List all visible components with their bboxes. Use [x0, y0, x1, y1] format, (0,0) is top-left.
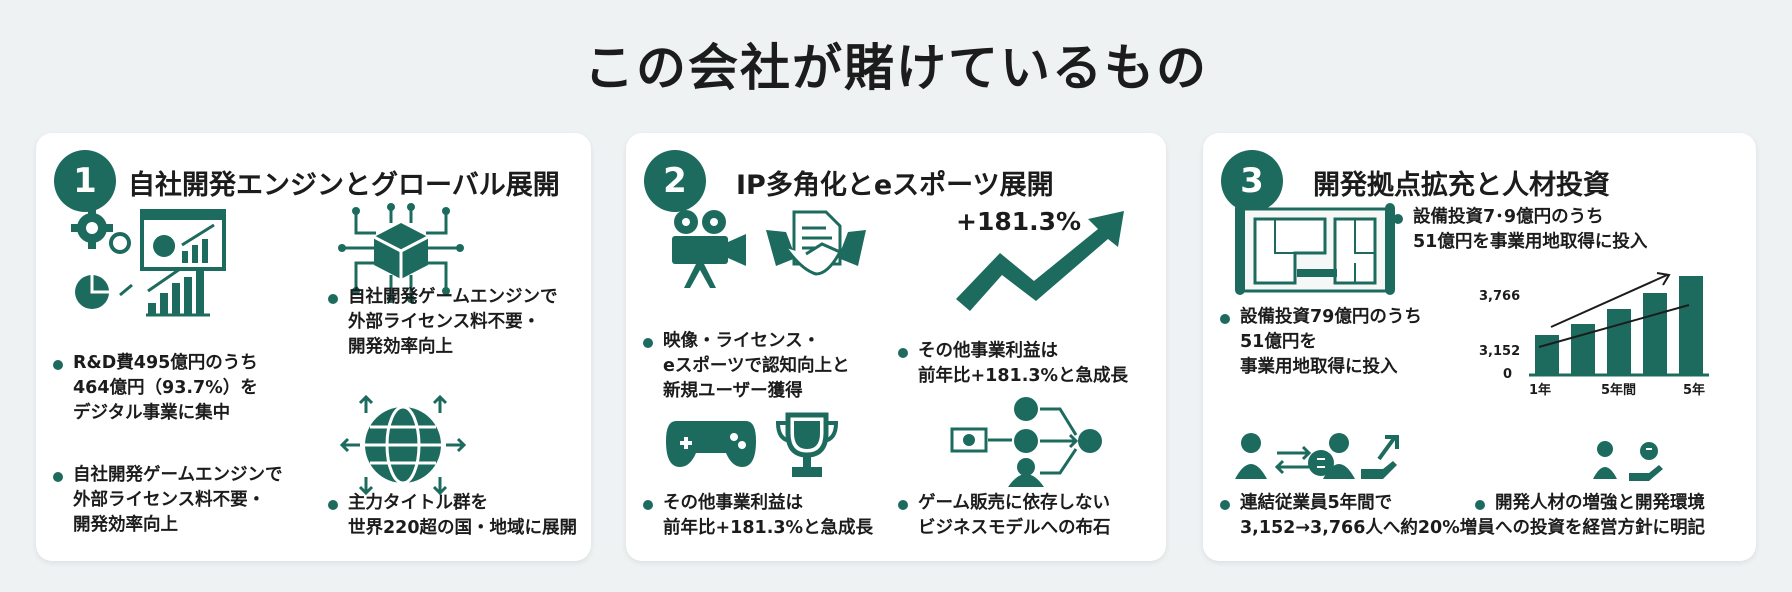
site-blueprint-icon — [1235, 203, 1395, 295]
card-ip-esports: 2 IP多角化とeスポーツ展開 +181.3% 映像・ライセンス・eスポーツで認… — [626, 133, 1166, 561]
bullet-other-profit-2: その他事業利益は前年比+181.3%と急成長 — [641, 491, 873, 541]
cube-circuit-icon — [338, 203, 464, 303]
chart-y-label-zero: 0 — [1503, 367, 1513, 382]
card-number-badge: 1 — [54, 150, 116, 212]
bullet-talent-policy: 開発人材の増強と開発環境への投資を経営方針に明記 — [1473, 491, 1705, 541]
bullet-dot — [898, 500, 908, 510]
bullet-dot — [643, 500, 653, 510]
people-investment-icon — [1593, 441, 1663, 481]
bullet-dot — [1393, 214, 1403, 224]
chart-trend-arrow — [1550, 272, 1671, 328]
card-title: 自社開発エンジンとグローバル展開 — [128, 170, 560, 201]
bullet-dot — [328, 294, 338, 304]
growth-arrow-icon — [956, 211, 1124, 311]
bullet-global-titles: 主力タイトル群を世界220超の国・地域に展開 — [326, 491, 577, 541]
bullet-dot — [1220, 500, 1230, 510]
chart-bar — [1535, 335, 1559, 375]
globe-icon — [339, 395, 467, 495]
bullet-engine-efficiency: 自社開発ゲームエンジンで外部ライセンス料不要・開発効率向上 — [326, 285, 557, 360]
chart-x-label-mid: 5年間 — [1601, 383, 1637, 398]
staff-growth-icon — [1235, 433, 1399, 479]
bullet-dot — [1220, 314, 1230, 324]
chart-x-label-start: 1年 — [1529, 383, 1552, 398]
chart-bar — [1607, 309, 1631, 375]
card-title: 開発拠点拡充と人材投資 — [1313, 170, 1610, 201]
growth-percentage-label: +181.3% — [956, 207, 1082, 236]
bullet-dot — [1475, 500, 1485, 510]
bullet-dot — [53, 472, 63, 482]
chart-bar — [1679, 276, 1703, 375]
employee-bar-chart — [1529, 272, 1709, 377]
bullet-other-profit: その他事業利益は前年比+181.3%と急成長 — [896, 339, 1128, 389]
analytics-gears-icon — [71, 207, 226, 317]
bullet-dot — [643, 338, 653, 348]
business-flow-icon — [950, 397, 1102, 487]
card-engine-global: 1 自社開発エンジンとグローバル展開 — [36, 133, 591, 561]
controller-trophy-icon — [666, 412, 839, 477]
chart-bar — [1643, 293, 1667, 375]
card-number-badge: 3 — [1221, 150, 1283, 212]
chart-x-label-end: 5年 — [1683, 383, 1706, 398]
page-title: この会社が賭けているもの — [584, 39, 1208, 97]
chart-y-label-top: 3,766 — [1479, 289, 1521, 304]
bullet-dot — [898, 348, 908, 358]
chart-trend-line — [1538, 304, 1690, 348]
card-facilities-talent: 3 開発拠点拡充と人材投資 3,766 3,152 0 1年 5年間 5年 設備… — [1203, 133, 1756, 561]
bullet-dot — [53, 360, 63, 370]
camera-handshake-icon — [672, 210, 866, 288]
bullet-engine-efficiency-2: 自社開発ゲームエンジンで外部ライセンス料不要・開発効率向上 — [51, 463, 282, 538]
card-number-badge: 2 — [644, 150, 706, 212]
bullet-ip-licensing: 映像・ライセンス・eスポーツで認知向上と新規ユーザー獲得 — [641, 329, 850, 404]
card-title: IP多角化とeスポーツ展開 — [736, 170, 1054, 201]
bullet-business-model: ゲーム販売に依存しないビジネスモデルへの布石 — [896, 491, 1111, 541]
bullet-dot — [328, 500, 338, 510]
chart-y-label-mid: 3,152 — [1479, 344, 1521, 359]
